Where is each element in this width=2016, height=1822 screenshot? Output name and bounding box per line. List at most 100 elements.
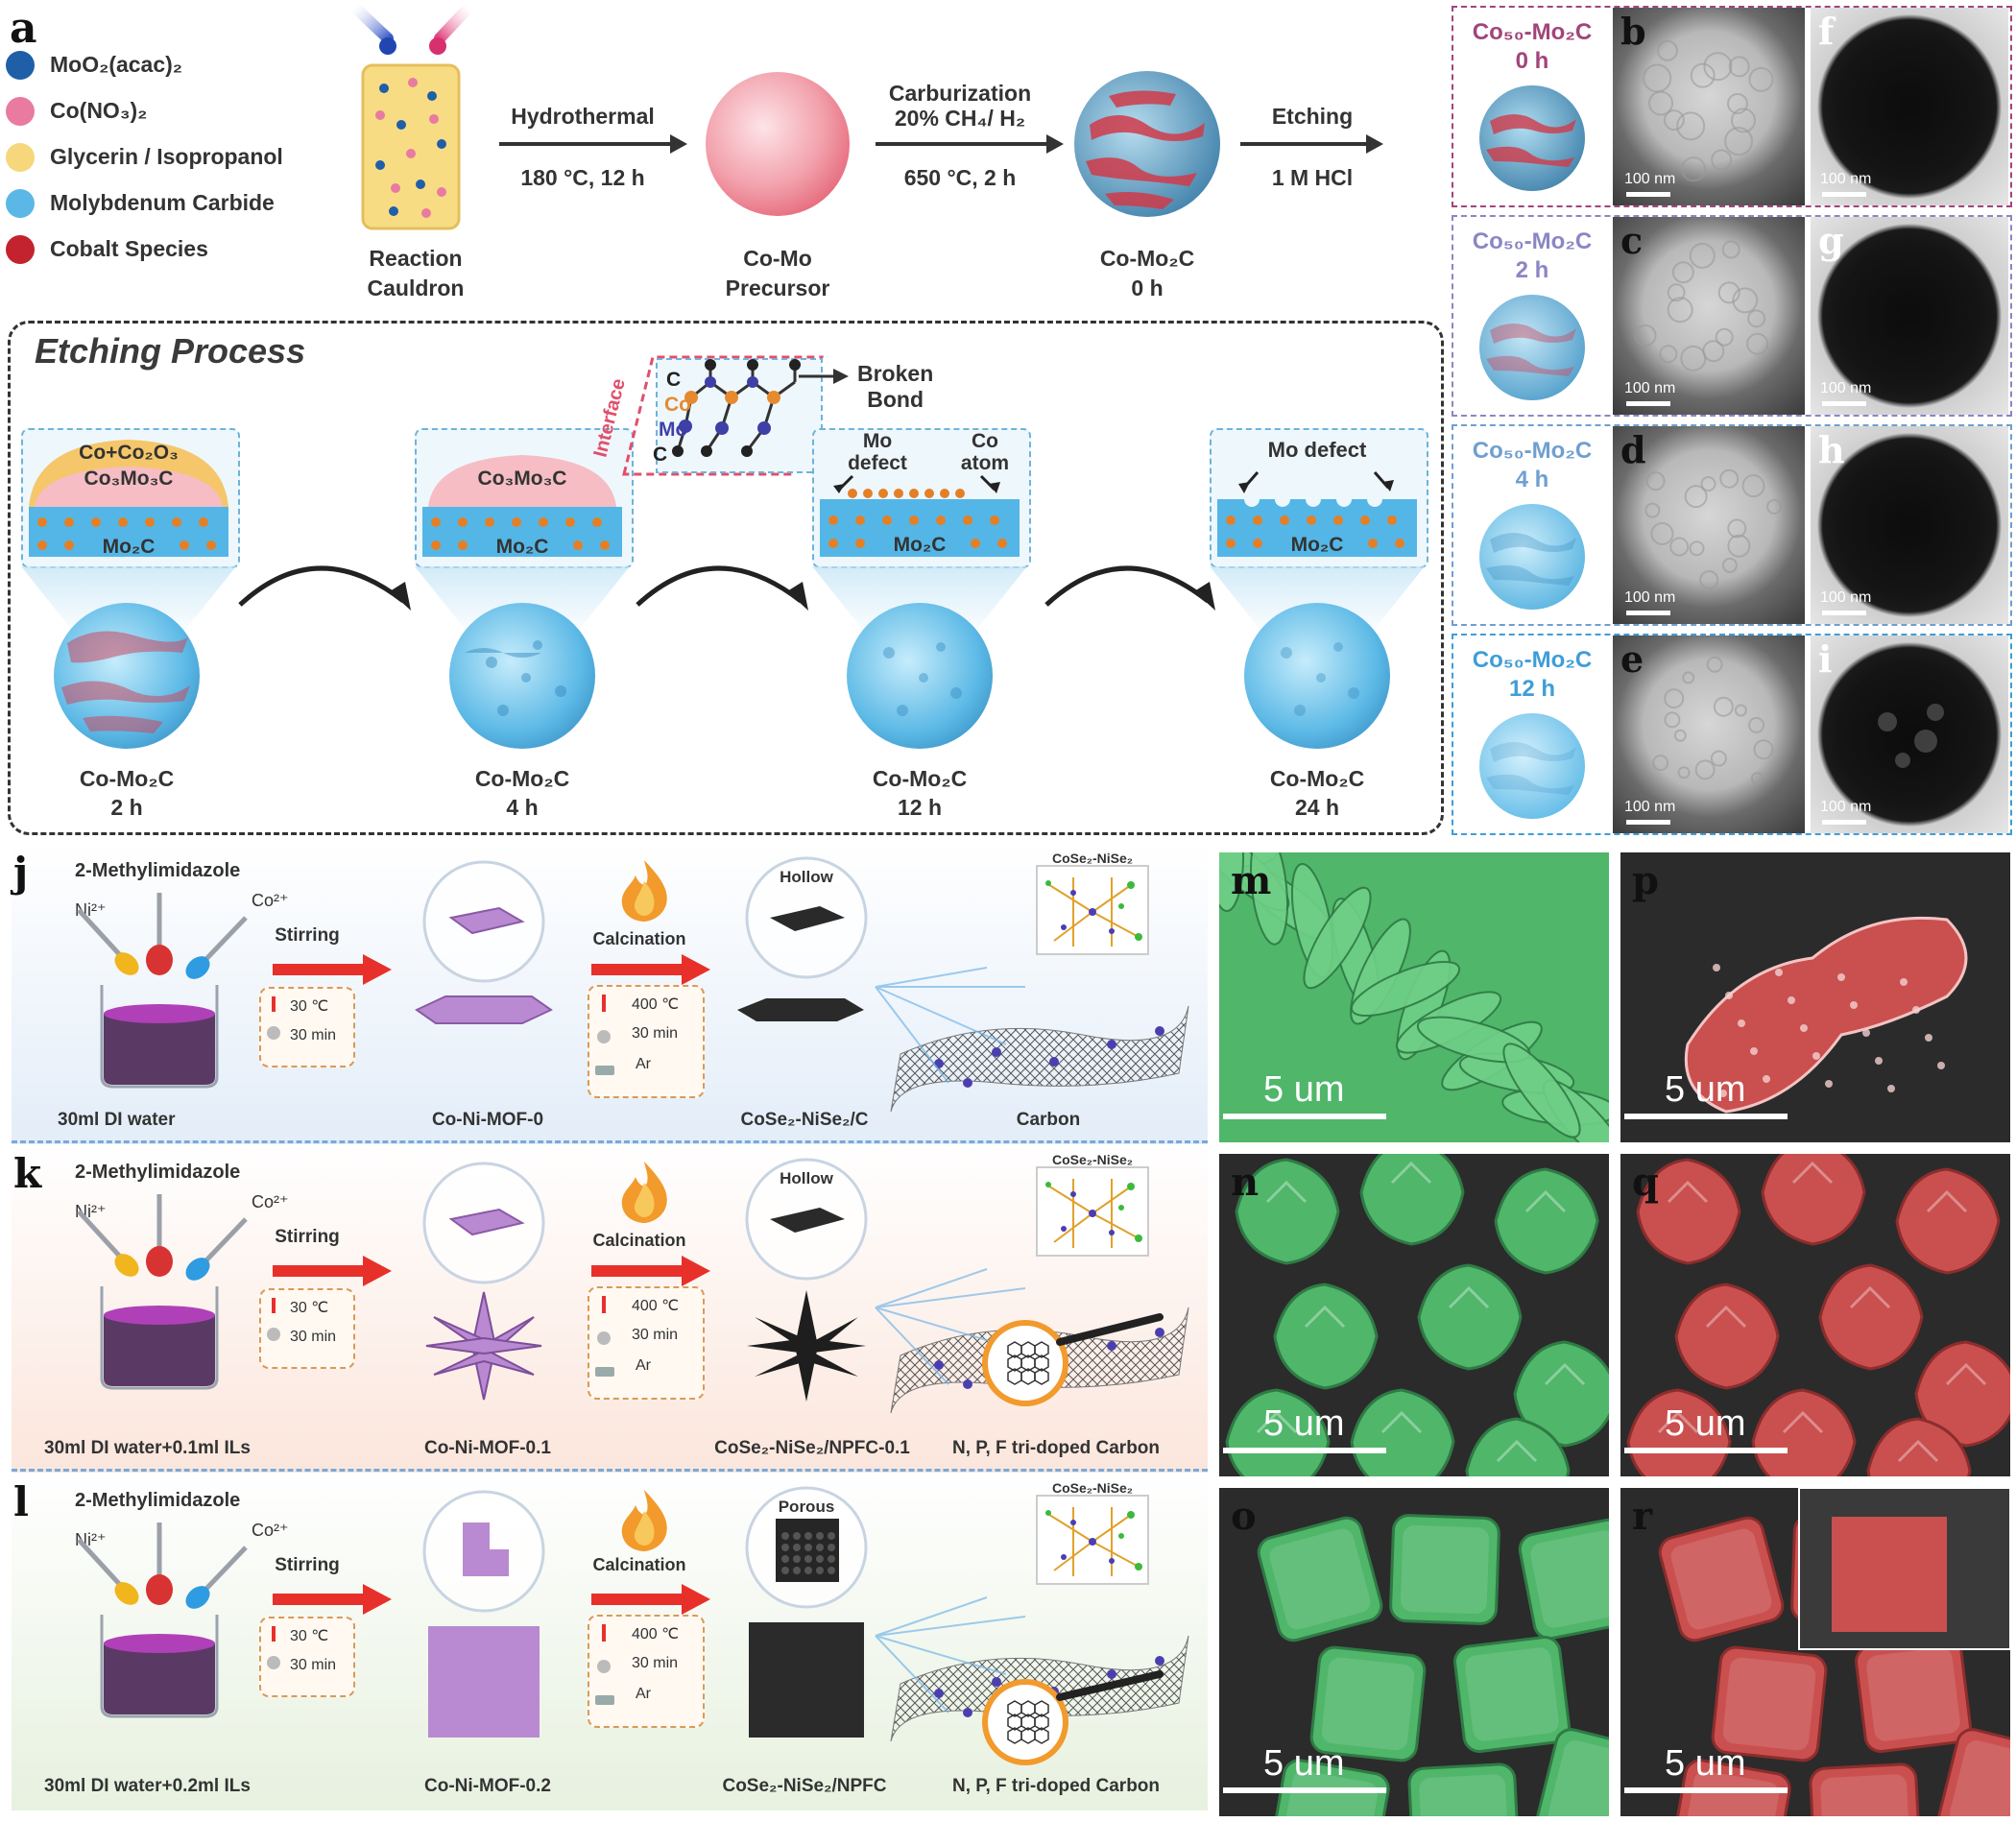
etching-spheres xyxy=(21,565,1425,749)
stage2-mo2c-label: Mo₂C xyxy=(495,536,549,558)
stir-time-l: 30 min xyxy=(290,1657,337,1673)
stage2-label: Co-Mo₂C 4 h xyxy=(474,766,570,820)
sem-panel-e xyxy=(1613,635,1805,833)
panel-label-m: m xyxy=(1231,858,1272,903)
calcination-label-l: Calcination xyxy=(592,1555,686,1574)
scale-label-c: 100 nm xyxy=(1624,380,1676,396)
row-time-1: 2 h xyxy=(1515,257,1549,283)
step2-top-label: Carburization 20% CH₄/ H₂ xyxy=(888,81,1032,131)
stir-time-k: 30 min xyxy=(290,1329,337,1345)
inset-structure-k xyxy=(1036,1166,1149,1257)
stage3-mo2c-label: Mo₂C xyxy=(893,534,947,556)
row-k-divider xyxy=(12,1469,1208,1472)
mof-shape-k xyxy=(425,1291,542,1401)
step3-top-label: Etching xyxy=(1271,104,1354,129)
sem-texture-c xyxy=(1634,240,1769,372)
step2-bottom-label: 650 °C, 2 h xyxy=(903,165,1017,190)
atom-c-label-top: C xyxy=(666,369,682,391)
row-j-divider xyxy=(12,1140,1208,1143)
sem-texture-p xyxy=(1684,916,1968,1114)
panel-label-l: l xyxy=(13,1478,29,1525)
precursor-sphere xyxy=(706,72,850,216)
scale-label-g: 100 nm xyxy=(1820,380,1872,396)
stage1-label: Co-Mo₂C 2 h xyxy=(79,766,175,820)
sem-panel-m xyxy=(1219,852,1609,1142)
mof-bubble-k xyxy=(422,1162,545,1284)
scale-label-q: 5 um xyxy=(1665,1403,1746,1444)
row-sphere-2 xyxy=(1479,504,1585,610)
stir-time-j: 30 min xyxy=(290,1027,337,1043)
scale-bar-d xyxy=(1626,611,1670,615)
step3-bottom-label: 1 M HCl xyxy=(1271,165,1354,190)
calcination-arrow-k xyxy=(591,1256,710,1286)
stage1-mo2c-label: Mo₂C xyxy=(102,536,156,558)
legend-label-1: Co(NO₃)₂ xyxy=(50,98,148,123)
stir-condition-icons-j xyxy=(267,996,280,1040)
panel-label-h: h xyxy=(1818,428,1845,471)
flame-icon-j xyxy=(621,860,667,922)
panel-label-o: o xyxy=(1231,1494,1257,1539)
atom-c-label-bottom: C xyxy=(653,444,668,466)
tem-panel-g xyxy=(1811,217,2008,415)
carbon-label-k: N, P, F tri-doped Carbon xyxy=(951,1438,1161,1458)
legend-swatch-1 xyxy=(6,97,35,126)
inset-label-l: CoSe₂-NiSe₂ xyxy=(1051,1480,1134,1496)
stage3-mo-defect-label: Mo defect xyxy=(848,430,907,474)
sem-texture-m xyxy=(1219,852,1609,1142)
row-time-3: 12 h xyxy=(1508,676,1556,702)
panel-label-b: b xyxy=(1620,10,1646,53)
calc-gas-l: Ar xyxy=(636,1686,651,1702)
bubble-label-l: Porous xyxy=(778,1498,835,1516)
scale-label-e: 100 nm xyxy=(1624,799,1676,815)
product-shape-l xyxy=(749,1622,864,1738)
mof-bubble-l xyxy=(422,1490,545,1613)
carbon-label-j: Carbon xyxy=(1016,1110,1081,1130)
flame-icon-k xyxy=(621,1162,667,1223)
stage4-mo2c-label: Mo₂C xyxy=(1290,534,1344,556)
stir-condition-icons-l xyxy=(267,1626,280,1669)
scale-bar-n xyxy=(1223,1448,1386,1453)
scale-label-d: 100 nm xyxy=(1624,589,1676,606)
sem-panel-q xyxy=(1620,1154,2010,1476)
scale-label-f: 100 nm xyxy=(1820,171,1872,187)
sem-texture-d xyxy=(1644,468,1783,589)
sem-panel-r xyxy=(1620,1488,2010,1816)
scale-bar-o xyxy=(1223,1787,1386,1793)
sem-panel-d xyxy=(1613,426,1805,624)
inset-label-k: CoSe₂-NiSe₂ xyxy=(1051,1152,1134,1167)
inset-structure-l xyxy=(1036,1495,1149,1585)
stir-temp-l: 30 ℃ xyxy=(290,1628,329,1644)
atom-mo-label: Mo xyxy=(659,419,688,441)
scale-bar-p xyxy=(1624,1114,1788,1119)
carbon-label-l: N, P, F tri-doped Carbon xyxy=(951,1776,1161,1796)
panel-label-n: n xyxy=(1231,1160,1260,1205)
scale-bar-h xyxy=(1822,611,1866,615)
panel-label-q: q xyxy=(1632,1160,1659,1205)
product-label-j: CoSe₂-NiSe₂/C xyxy=(740,1110,869,1130)
tem-panel-f xyxy=(1811,8,2008,205)
etching-process-frame xyxy=(8,321,1444,835)
calc-gas-j: Ar xyxy=(636,1056,651,1072)
stage3-label: Co-Mo₂C 12 h xyxy=(872,766,968,820)
bubble-label-k: Hollow xyxy=(780,1169,833,1187)
carbon-sheet-l xyxy=(875,1596,1189,1765)
row-time-0: 0 h xyxy=(1515,48,1549,74)
panel-label-p: p xyxy=(1632,858,1659,903)
legend-label-3: Molybdenum Carbide xyxy=(50,190,275,215)
scale-bar-g xyxy=(1822,401,1866,406)
panel-label-c: c xyxy=(1620,219,1644,262)
row-frame-0 xyxy=(1452,6,2012,207)
calcination-label-k: Calcination xyxy=(592,1231,686,1250)
step3-arrow xyxy=(1240,134,1383,154)
mof-bubble-j xyxy=(422,860,545,983)
product-bubble-l xyxy=(745,1486,868,1609)
stage3-co-atom-label: Co atom xyxy=(960,430,1010,474)
ligand-label-k: 2-Methylimidazole xyxy=(75,1162,241,1183)
calc-temp-j: 400 ℃ xyxy=(632,996,680,1013)
scale-label-o: 5 um xyxy=(1263,1743,1345,1784)
scale-label-m: 5 um xyxy=(1263,1069,1345,1110)
stir-temp-j: 30 ℃ xyxy=(290,998,329,1015)
calcination-arrow-l xyxy=(591,1584,710,1615)
etching-process-title: Etching Process xyxy=(35,331,306,371)
stir-temp-k: 30 ℃ xyxy=(290,1300,329,1316)
